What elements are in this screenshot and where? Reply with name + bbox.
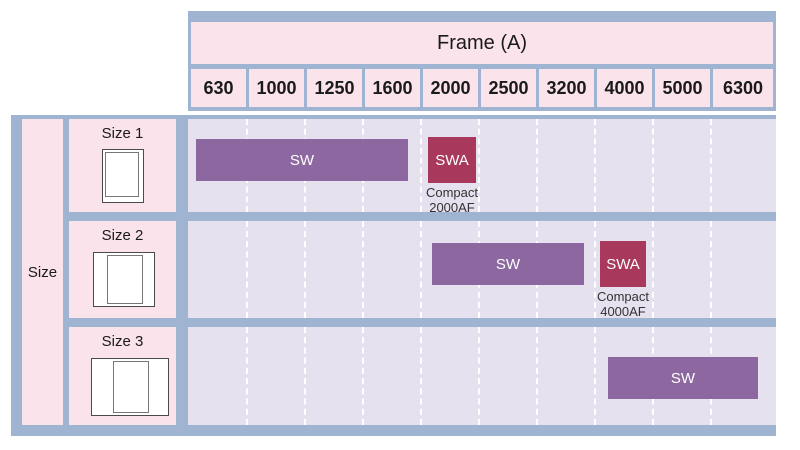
plot-row-size-3: SW (188, 327, 776, 425)
gridline-5000 (652, 119, 654, 212)
size-cell-1[interactable]: Size 1 (69, 119, 176, 212)
gridline-4000 (594, 119, 596, 212)
breaker-size-2-icon (93, 252, 155, 307)
frame-axis-title: Frame (A) (191, 22, 773, 64)
breaker-size-1-icon (102, 149, 144, 203)
gridline-2500 (478, 119, 480, 212)
size-1-label: Size 1 (101, 125, 144, 142)
breaker-size-3-icon (91, 358, 169, 416)
column-header-2000[interactable]: 2000 (423, 69, 478, 107)
plot-row-size-1: SW SWA Compact 2000AF (188, 119, 776, 215)
size-3-label: Size 3 (101, 333, 144, 350)
bar-sw-size-1[interactable]: SW (196, 139, 408, 181)
caption-swa-size-2: Compact 4000AF (596, 289, 650, 319)
gridline-3200 (536, 327, 538, 425)
caption-swa-size-1: Compact 2000AF (425, 185, 479, 215)
column-header-4000[interactable]: 4000 (597, 69, 652, 107)
gridline-2000 (420, 221, 422, 318)
column-header-6300[interactable]: 6300 (713, 69, 773, 107)
column-header-3200[interactable]: 3200 (539, 69, 594, 107)
column-header-1000[interactable]: 1000 (249, 69, 304, 107)
gridline-5000 (652, 221, 654, 318)
column-header-1600[interactable]: 1600 (365, 69, 420, 107)
bar-sw-size-3[interactable]: SW (608, 357, 758, 399)
gridline-2500 (478, 327, 480, 425)
column-header-630[interactable]: 630 (191, 69, 246, 107)
gridline-4000 (594, 221, 596, 318)
gridline-1600 (362, 221, 364, 318)
bar-sw-size-2[interactable]: SW (432, 243, 584, 285)
gridline-1000 (246, 327, 248, 425)
size-group-label: Size (22, 119, 63, 425)
gridline-6300 (710, 221, 712, 318)
size-2-label: Size 2 (101, 227, 144, 244)
column-header-2500[interactable]: 2500 (481, 69, 536, 107)
size-cell-2[interactable]: Size 2 (69, 221, 176, 318)
gridline-2000 (420, 119, 422, 212)
gridline-6300 (710, 119, 712, 212)
bar-swa-size-1[interactable]: SWA (428, 137, 476, 183)
gridline-1000 (246, 221, 248, 318)
gridline-4000 (594, 327, 596, 425)
gridline-3200 (536, 119, 538, 212)
column-header-1250[interactable]: 1250 (307, 69, 362, 107)
gridline-1250 (304, 221, 306, 318)
size-cell-3[interactable]: Size 3 (69, 327, 176, 425)
column-header-5000[interactable]: 5000 (655, 69, 710, 107)
gridline-1250 (304, 327, 306, 425)
gridline-2000 (420, 327, 422, 425)
plot-row-size-2: SW SWA Compact 4000AF (188, 221, 776, 319)
bar-swa-size-2[interactable]: SWA (600, 241, 646, 287)
gridline-1600 (362, 327, 364, 425)
